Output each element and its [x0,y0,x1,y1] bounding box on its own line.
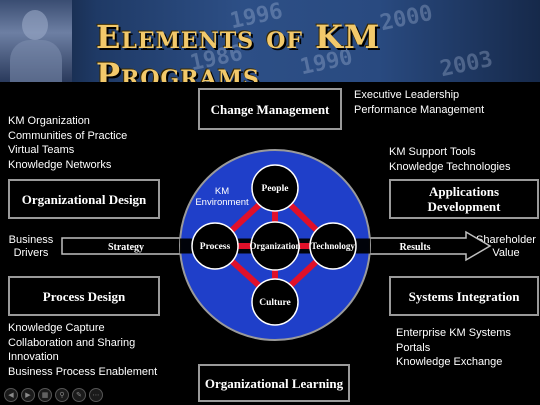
process-design-box[interactable]: Process Design [8,276,160,316]
people-label: People [262,184,289,194]
list-item: KM Support Tools [389,146,476,158]
shareholder-value-label: Shareholder Value [476,234,536,259]
title-banner: 1986 1990 2003 2000 1996 Elements of KM … [0,0,540,82]
organizational-learning-box[interactable]: Organizational Learning [198,364,350,402]
list-item: Portals [396,341,431,354]
page-title: Elements of KM Programs [96,18,381,82]
organization-label: Organization [250,241,301,251]
list-item: Knowledge Technologies [389,160,511,173]
change-management-list: Executive Leadership Performance Managem… [354,88,484,117]
technology-label: Technology [311,241,355,251]
list-item: Knowledge Exchange [396,356,503,368]
process-design-list: Knowledge Capture Collaboration and Shar… [8,321,157,379]
pen-icon[interactable]: ✎ [72,388,86,402]
list-item: Virtual Teams [8,144,75,156]
results-label: Results [399,242,430,253]
list-item: Business Process Enablement [8,365,158,378]
previous-icon[interactable]: ◀ [4,388,18,402]
options-icon[interactable]: ⋯ [89,388,103,402]
list-item: Performance Management [354,103,485,116]
list-item: Communities of Practice [8,129,128,142]
list-item: Enterprise KM Systems [396,327,511,339]
business-drivers-label: Business Drivers [8,234,54,259]
list-item: KM Organization [8,115,90,127]
systems-integration-box[interactable]: Systems Integration [389,276,539,316]
list-item: Knowledge Capture [8,322,105,334]
list-item: Innovation [8,351,59,363]
process-node[interactable] [191,222,239,270]
change-management-box[interactable]: Change Management [198,88,342,130]
slides-icon[interactable]: ▦ [38,388,52,402]
strategy-label: Strategy [108,242,144,253]
slideshow-nav: ◀ ▶ ▦ ⚲ ✎ ⋯ [4,388,103,402]
technology-node[interactable] [309,222,357,270]
banner-figure-image [0,0,72,82]
culture-label: Culture [259,298,291,308]
process-label: Process [200,242,231,252]
organizational-design-box[interactable]: Organizational Design [8,179,160,219]
km-environment-label: KM Environment [195,186,249,208]
systems-integration-list: Enterprise KM Systems Portals Knowledge … [396,326,511,370]
culture-node[interactable] [251,278,299,326]
next-icon[interactable]: ▶ [21,388,35,402]
organizational-design-list: KM Organization Communities of Practice … [8,114,127,172]
applications-development-box[interactable]: Applications Development [389,179,539,219]
people-node[interactable] [251,164,299,212]
applications-development-list: KM Support Tools Knowledge Technologies [389,145,511,174]
zoom-icon[interactable]: ⚲ [55,388,69,402]
list-item: Collaboration and Sharing [8,336,136,349]
organization-node[interactable] [250,221,300,271]
list-item: Knowledge Networks [8,158,112,171]
list-item: Executive Leadership [354,89,460,101]
